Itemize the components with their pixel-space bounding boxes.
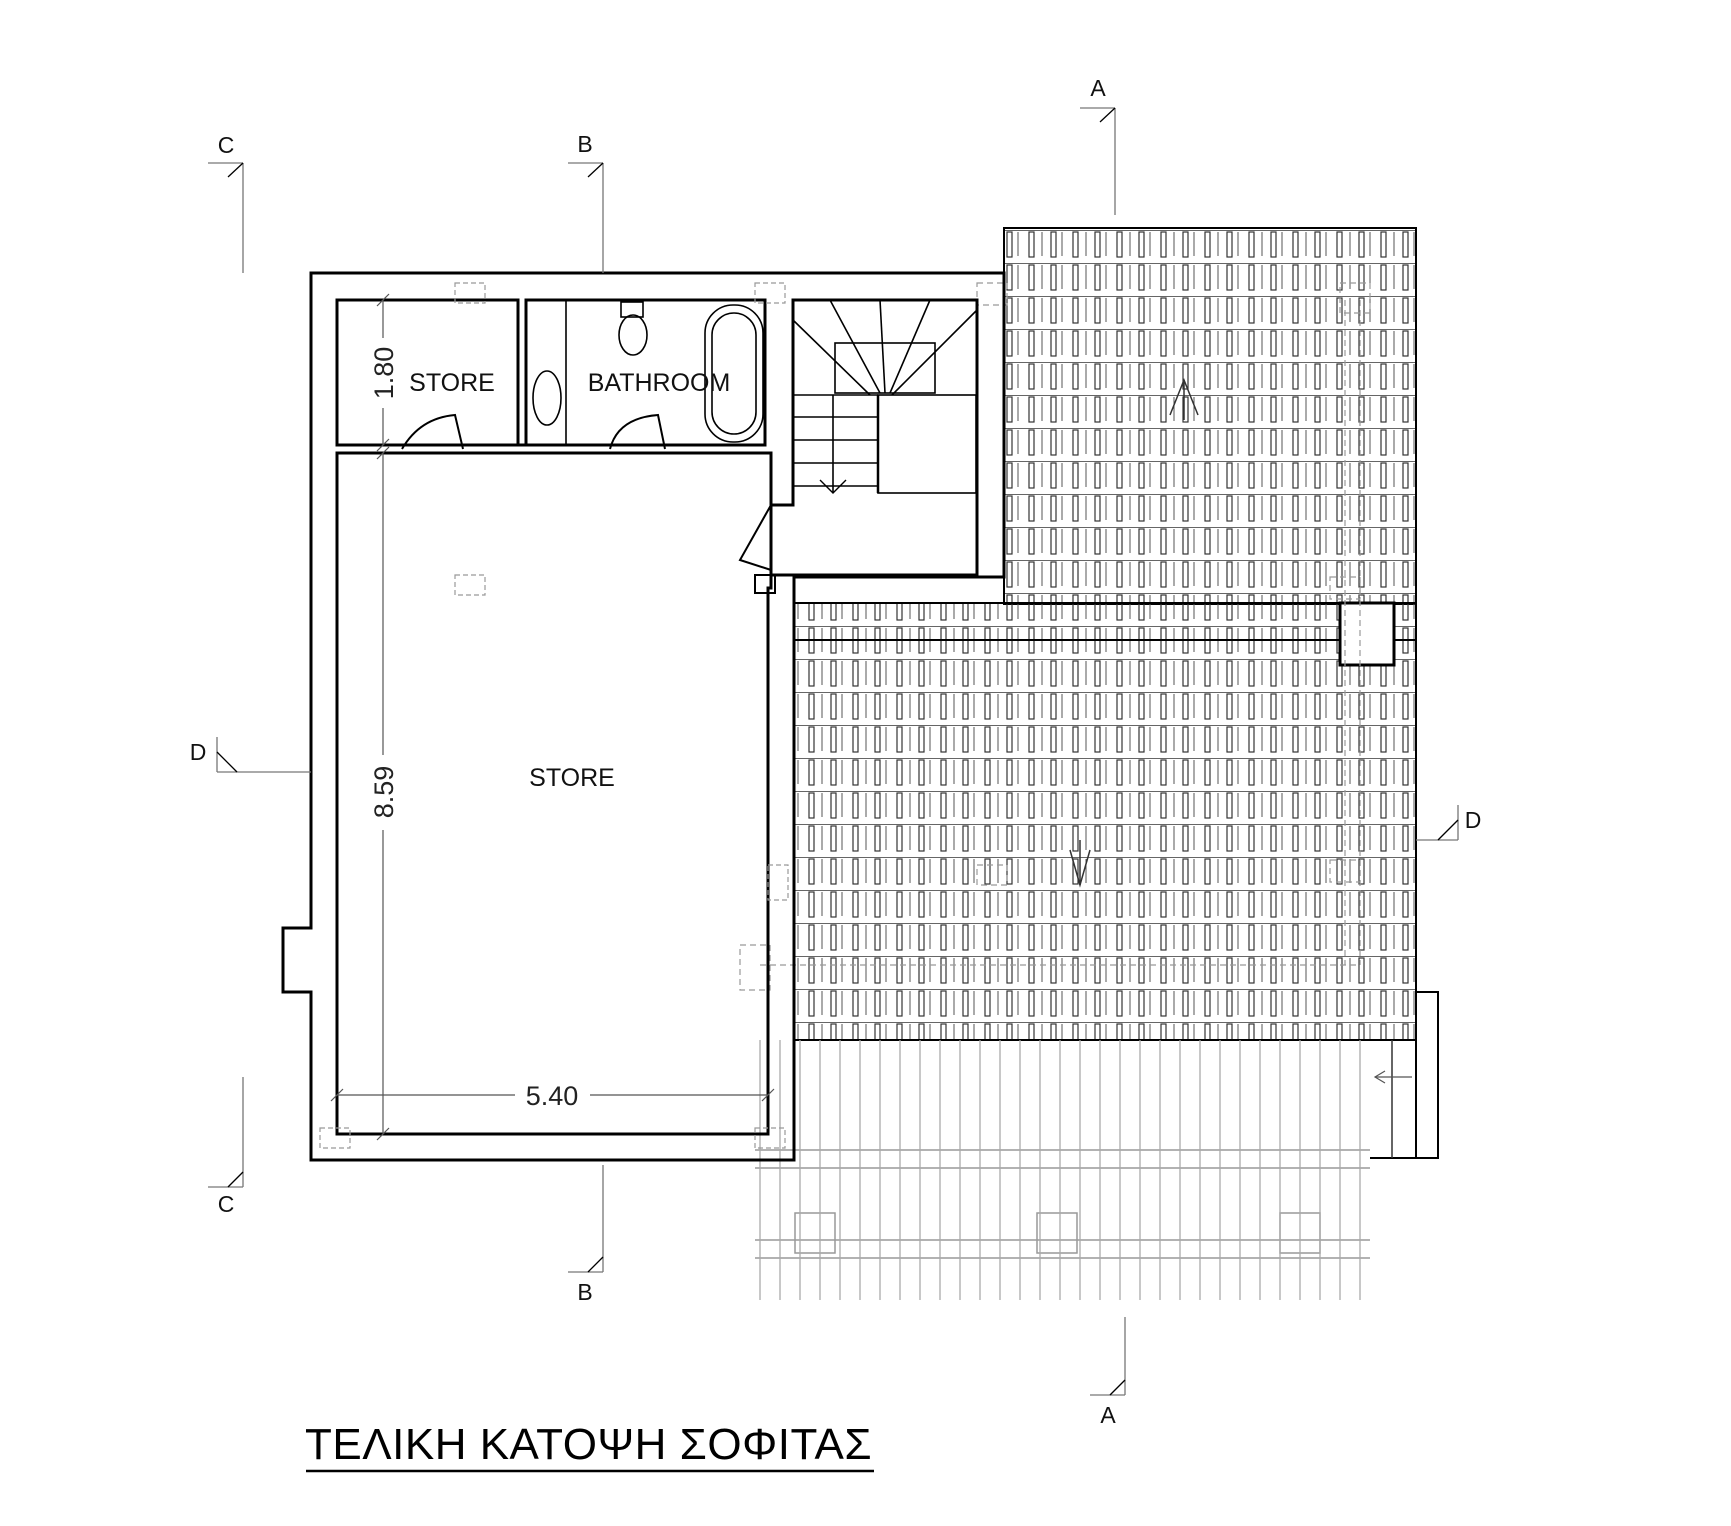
chimney <box>1338 601 1396 667</box>
staircase <box>792 299 978 494</box>
section-label-a-top: A <box>1090 75 1106 101</box>
eave-detail <box>1370 991 1439 1159</box>
roof <box>739 227 1417 1041</box>
section-label-d-left: D <box>190 739 207 765</box>
dimension-label-store-main-length: 8.59 <box>369 766 399 819</box>
room-label-store-small: STORE <box>409 369 495 397</box>
dimension-label-store-main-width: 5.40 <box>526 1081 579 1111</box>
door-store-small <box>401 413 464 450</box>
section-label-a-bottom: A <box>1100 1402 1116 1428</box>
door-stairs <box>738 501 776 594</box>
section-label-c-bottom: C <box>218 1191 235 1217</box>
dimension-label-store-small-depth: 1.80 <box>369 347 399 400</box>
pergola-rafters <box>759 1040 1361 1300</box>
pergola <box>755 1149 1370 1259</box>
room-label-store-main: STORE <box>529 764 615 792</box>
section-label-d-right: D <box>1465 807 1482 833</box>
section-label-b-bottom: B <box>577 1279 592 1305</box>
drawing-title: ΤΕΛΙΚΗ ΚΑΤΟΨΗ ΣΟΦΙΤΑΣ <box>305 1420 872 1469</box>
dimension-lines <box>330 293 775 1141</box>
column-markers <box>319 282 789 1149</box>
section-label-b-top: B <box>577 131 592 157</box>
section-label-c-top: C <box>218 132 235 158</box>
section-lines <box>208 107 1459 1396</box>
door-bathroom <box>609 413 666 450</box>
room-label-bathroom: BATHROOM <box>588 369 731 397</box>
bathroom-fixtures <box>532 300 764 445</box>
